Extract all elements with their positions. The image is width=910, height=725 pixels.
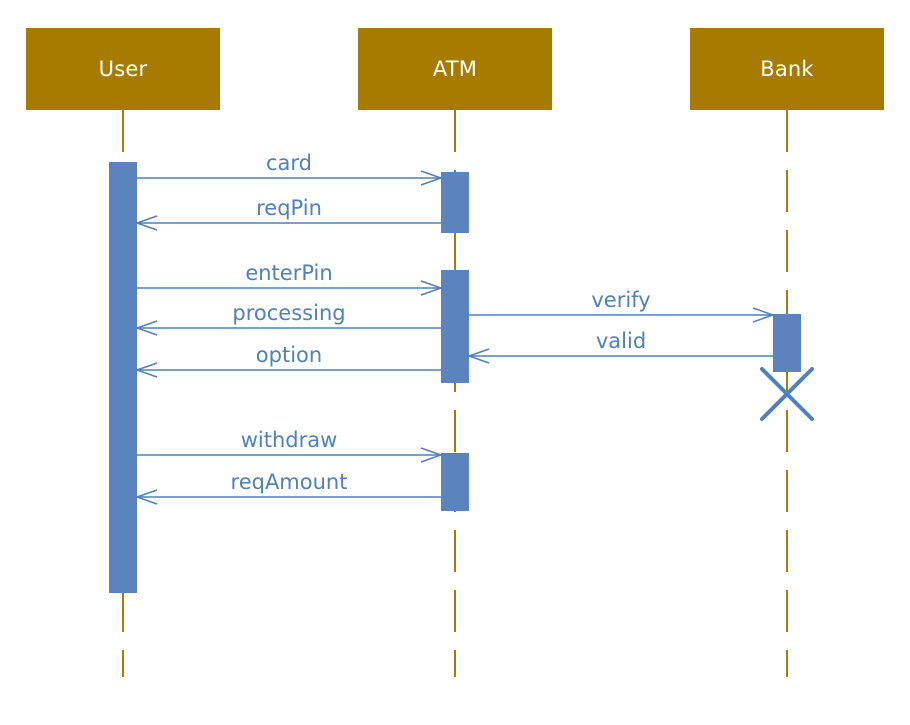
- message-label-option: option: [255, 343, 323, 367]
- message-arrow-option: [134, 362, 441, 378]
- activation-bar-atm-2: [441, 270, 469, 383]
- message-label-reqamount: reqAmount: [230, 470, 348, 494]
- message-arrow-reqamount: [134, 489, 441, 505]
- message-arrow-withdraw: [137, 447, 444, 463]
- message-arrow-valid: [466, 348, 773, 364]
- arrowhead-icon: [134, 489, 158, 505]
- actor-label-bank: Bank: [760, 57, 814, 81]
- actor-box-bank: Bank: [690, 28, 884, 110]
- message-label-withdraw: withdraw: [240, 428, 338, 452]
- message-label-processing: processing: [232, 301, 346, 325]
- activation-bar-user: [109, 162, 137, 593]
- message-label-valid: valid: [595, 329, 647, 353]
- destruction-cross-icon: [760, 367, 814, 421]
- arrowhead-icon: [134, 215, 158, 231]
- message-arrow-processing: [134, 320, 441, 336]
- message-arrow-card: [137, 170, 444, 186]
- arrowhead-icon: [752, 307, 776, 323]
- activation-bar-atm-3: [441, 453, 469, 511]
- arrowhead-icon: [420, 280, 444, 296]
- message-label-card: card: [265, 151, 313, 175]
- message-arrow-verify: [469, 307, 776, 323]
- arrowhead-icon: [420, 447, 444, 463]
- arrowhead-icon: [420, 170, 444, 186]
- actor-box-atm: ATM: [358, 28, 552, 110]
- activation-bar-atm-1: [441, 172, 469, 233]
- message-label-enterpin: enterPin: [245, 261, 333, 285]
- message-label-reqpin: reqPin: [256, 196, 322, 220]
- arrowhead-icon: [466, 348, 490, 364]
- actor-label-user: User: [98, 57, 148, 81]
- actor-box-user: User: [26, 28, 220, 110]
- arrowhead-icon: [134, 362, 158, 378]
- actor-label-atm: ATM: [432, 57, 478, 81]
- arrowhead-icon: [134, 320, 158, 336]
- activation-bar-bank: [773, 314, 801, 372]
- message-arrow-enterpin: [137, 280, 444, 296]
- message-label-verify: verify: [591, 288, 651, 312]
- message-arrow-reqpin: [134, 215, 441, 231]
